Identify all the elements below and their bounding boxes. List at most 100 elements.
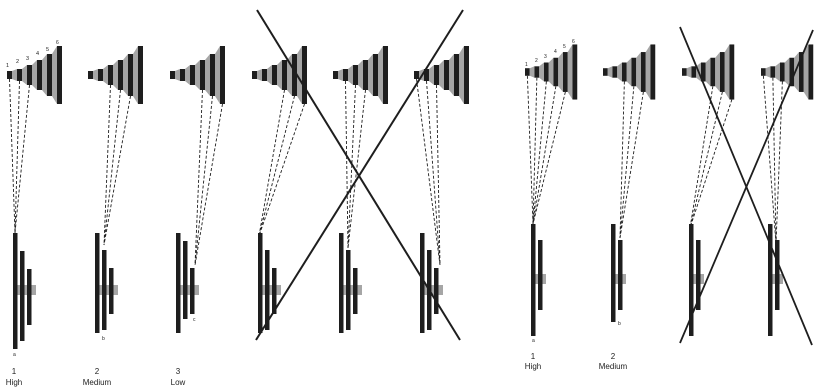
ladder-bar-5 bbox=[454, 54, 459, 96]
dashed-connector bbox=[532, 81, 547, 225]
dashed-connector bbox=[689, 86, 714, 229]
gray-wedge bbox=[429, 65, 434, 85]
ladder bbox=[252, 46, 307, 104]
ladder-bar-5 bbox=[292, 54, 297, 96]
ladder bbox=[603, 44, 656, 100]
gray-wedge bbox=[297, 46, 302, 104]
ladder-bar-6 bbox=[302, 46, 307, 104]
ladder-bar-5 bbox=[210, 54, 215, 96]
gray-wedge bbox=[529, 66, 535, 78]
bar-stack bbox=[689, 224, 704, 336]
ladder-bar-2 bbox=[17, 69, 22, 81]
gray-wedge bbox=[449, 54, 454, 96]
stack-bar-3 bbox=[109, 268, 114, 314]
ladder-bar-5 bbox=[799, 52, 804, 92]
element-ladders bbox=[7, 44, 814, 104]
ladder-bar-4 bbox=[631, 57, 637, 87]
gray-wedge bbox=[686, 66, 692, 78]
panel-letter-a: a bbox=[13, 352, 16, 358]
dashed-connector bbox=[689, 99, 733, 229]
ladder-bar-4 bbox=[553, 57, 559, 87]
dashed-connector bbox=[526, 75, 534, 225]
stack-bar-1 bbox=[531, 224, 536, 336]
ladder-bar-2 bbox=[343, 69, 348, 81]
dashed-connector bbox=[345, 80, 349, 249]
ladder bbox=[333, 46, 388, 104]
stack-bar-1 bbox=[611, 224, 616, 322]
dashed-connector bbox=[258, 95, 295, 237]
ladder-bar-2 bbox=[534, 66, 540, 78]
dashed-connector bbox=[426, 80, 441, 266]
gray-wedge bbox=[42, 54, 47, 96]
ladder-bar-2 bbox=[691, 66, 697, 78]
gray-wedge bbox=[103, 65, 108, 85]
stack-bar-2 bbox=[346, 250, 351, 330]
caption-left-2: 2 Medium bbox=[83, 367, 112, 387]
top-scale-numbers-right: 1 2 3 4 5 6 bbox=[525, 39, 575, 68]
gray-wedge bbox=[93, 69, 98, 81]
caption-text: High bbox=[525, 362, 541, 371]
ladder-bar-1 bbox=[603, 68, 608, 76]
scale-number-1: 1 bbox=[6, 63, 9, 69]
scale-number-3: 3 bbox=[544, 54, 547, 60]
gray-wedge bbox=[257, 69, 262, 81]
dashed-connector bbox=[103, 89, 121, 246]
ladder-bar-1 bbox=[682, 68, 687, 76]
ladder bbox=[525, 44, 578, 100]
gray-band bbox=[179, 285, 199, 295]
scale-number-4: 4 bbox=[554, 49, 557, 55]
scale-number-6: 6 bbox=[572, 39, 575, 45]
caption-text: Medium bbox=[83, 378, 112, 387]
gray-wedge bbox=[215, 46, 220, 104]
stack-bar-3 bbox=[27, 269, 32, 325]
ladder-bar-4 bbox=[118, 60, 123, 90]
ladder-bar-4 bbox=[37, 60, 42, 90]
dashed-connector bbox=[9, 78, 16, 234]
ladder-bar-6 bbox=[729, 44, 735, 100]
ladder-bar-5 bbox=[641, 52, 646, 92]
caption-left-1: 1 High bbox=[6, 367, 22, 387]
bar-stack bbox=[531, 224, 546, 336]
ladder-bar-6 bbox=[650, 44, 656, 100]
ladder-bar-6 bbox=[220, 46, 225, 104]
gray-wedge bbox=[636, 52, 641, 92]
gray-wedge bbox=[803, 44, 809, 100]
bar-stack bbox=[258, 233, 281, 333]
ladder-bar-5 bbox=[563, 52, 568, 92]
caption-number: 2 bbox=[611, 352, 616, 361]
ladder-bar-2 bbox=[180, 69, 185, 81]
dashed-connector bbox=[619, 81, 625, 239]
gray-wedge bbox=[205, 54, 210, 96]
dashed-connector bbox=[194, 103, 223, 266]
cross-line-right-2 bbox=[679, 29, 814, 344]
ladder-bar-4 bbox=[200, 60, 205, 90]
gray-wedge bbox=[607, 66, 613, 78]
scale-number-2: 2 bbox=[535, 58, 538, 64]
ladder-bar-1 bbox=[333, 71, 338, 79]
ladder-bar-1 bbox=[7, 71, 12, 79]
ladder-bar-4 bbox=[282, 60, 287, 90]
gray-wedge bbox=[617, 62, 622, 82]
gray-wedge bbox=[22, 65, 27, 85]
stack-bar-3 bbox=[272, 268, 277, 314]
stack-bar-3 bbox=[434, 268, 439, 314]
caption-left-3: 3 Low bbox=[171, 367, 186, 387]
gray-wedge bbox=[113, 60, 118, 90]
ladder-bar-3 bbox=[434, 65, 439, 85]
gray-band bbox=[16, 285, 36, 295]
caption-right-1: 1 High bbox=[525, 352, 541, 371]
ladder-bar-2 bbox=[770, 66, 776, 78]
cross-out-marks bbox=[255, 9, 814, 346]
gray-wedge bbox=[794, 52, 799, 92]
caption-number: 2 bbox=[95, 367, 100, 376]
ladder-bar-6 bbox=[808, 44, 814, 100]
caption-text: High bbox=[6, 378, 22, 387]
ladder-bar-3 bbox=[272, 65, 277, 85]
ladder bbox=[170, 46, 225, 104]
bar-stack bbox=[339, 233, 362, 333]
gray-wedge bbox=[724, 44, 730, 100]
dashed-connector bbox=[103, 95, 131, 246]
ladder-bar-1 bbox=[252, 71, 257, 79]
ladder bbox=[761, 44, 814, 100]
ladder-bar-1 bbox=[170, 71, 175, 79]
